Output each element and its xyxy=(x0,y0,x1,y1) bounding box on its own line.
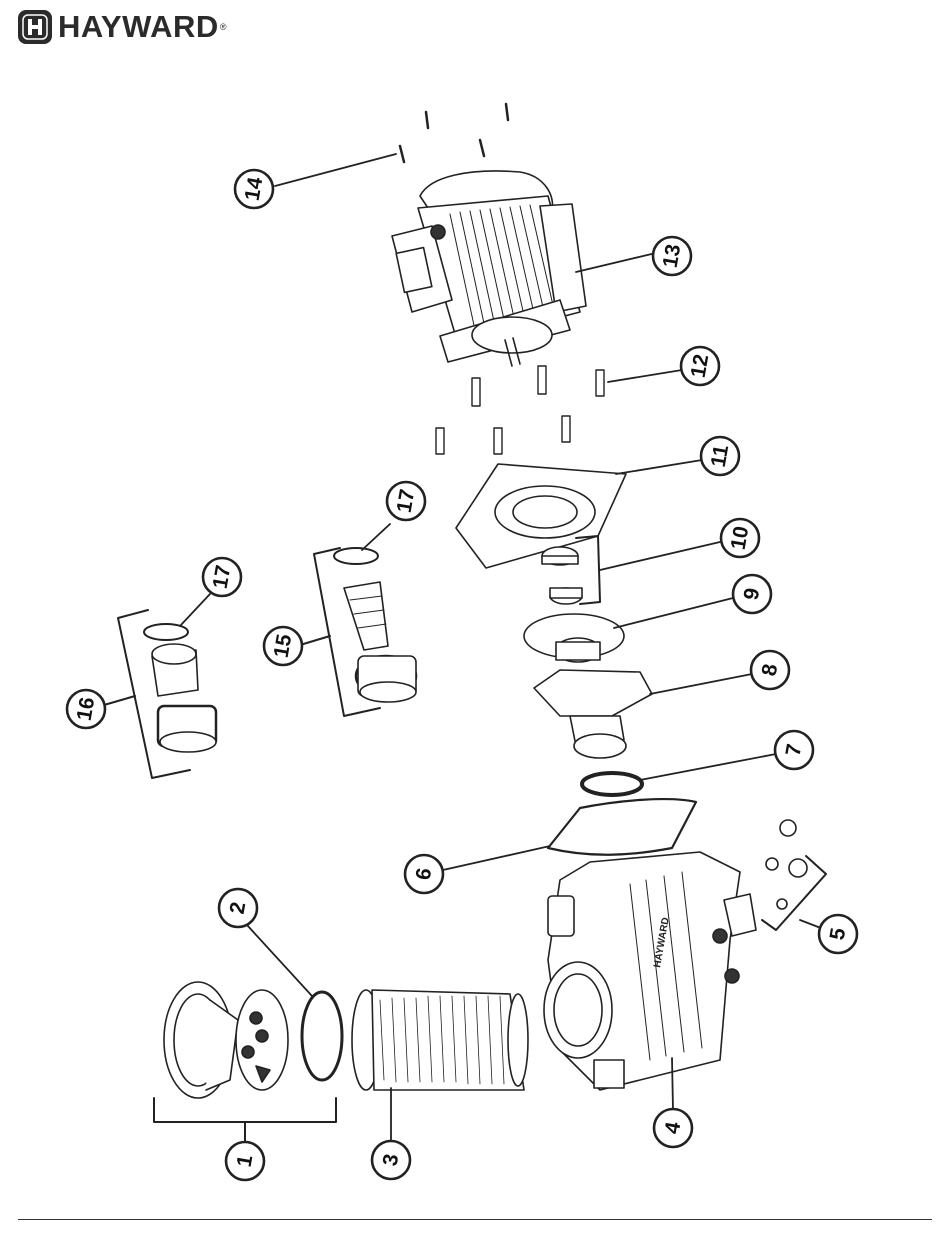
seal-plate-drawing xyxy=(456,464,626,568)
callout-14: 14 xyxy=(241,175,268,202)
bracket-group-1 xyxy=(154,1098,336,1143)
housing-gasket-drawing xyxy=(548,799,696,855)
motor-drawing xyxy=(392,171,586,366)
callout-12: 12 xyxy=(687,353,714,380)
lid-oring-drawing xyxy=(302,992,342,1080)
callout-11: 11 xyxy=(707,443,734,469)
union-kit-16-drawing xyxy=(144,624,216,752)
diffuser-oring-drawing xyxy=(582,773,642,795)
drain-plugs-drawing xyxy=(766,820,807,909)
footer-divider xyxy=(18,1219,932,1220)
bolts xyxy=(436,366,604,454)
motor-screws xyxy=(400,104,508,162)
strainer-basket-drawing xyxy=(352,990,528,1090)
union-kit-15-drawing xyxy=(334,548,416,702)
lid-assembly-drawing xyxy=(164,982,288,1098)
pump-housing-drawing xyxy=(544,852,756,1090)
callout-10: 10 xyxy=(727,525,754,552)
impeller-drawing xyxy=(524,614,624,662)
seal-drawing xyxy=(542,547,582,604)
callout-17a: 17 xyxy=(393,488,420,515)
diffuser-drawing xyxy=(534,670,652,758)
callout-16: 16 xyxy=(73,696,100,723)
callout-17b: 17 xyxy=(209,564,236,591)
callout-15: 15 xyxy=(270,632,297,659)
callout-13: 13 xyxy=(659,243,686,270)
